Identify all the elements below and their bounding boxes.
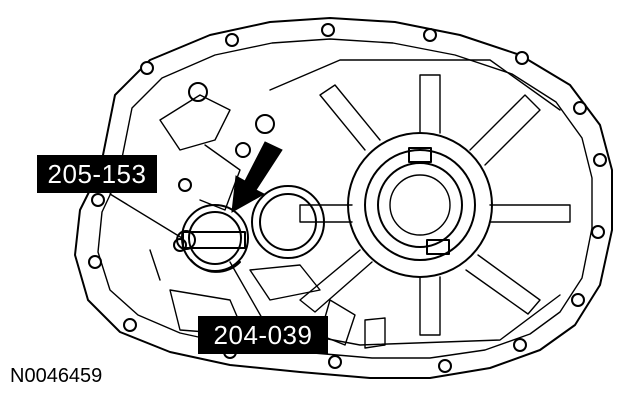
adjacent-bore bbox=[251, 185, 325, 259]
leader-line-lower bbox=[229, 261, 263, 319]
figure-id-label: N0046459 bbox=[10, 365, 103, 387]
leader-line-upper bbox=[109, 193, 183, 239]
tool-callout-lower: 204-039 bbox=[198, 316, 328, 354]
case-inner-outline bbox=[97, 38, 593, 359]
seal-installer-ring bbox=[181, 204, 249, 273]
tool-handle bbox=[176, 230, 246, 250]
output-hub bbox=[347, 132, 493, 278]
case-ribs bbox=[269, 59, 571, 346]
case-outer-outline bbox=[74, 17, 613, 379]
indicator-arrow bbox=[231, 141, 283, 213]
tool-callout-upper: 205-153 bbox=[37, 155, 157, 193]
